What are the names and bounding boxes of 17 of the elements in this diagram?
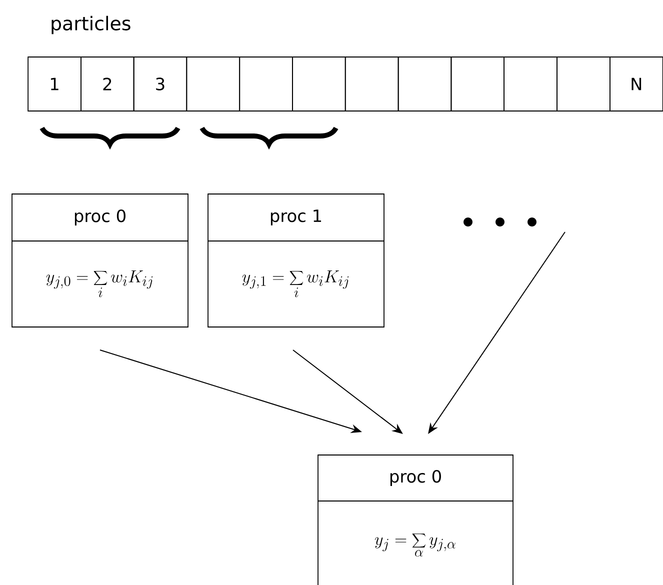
array-cell	[186, 56, 240, 112]
array-cell	[450, 56, 504, 112]
process-box: proc 0 $y_{j,0}=\sum_i w_i K_{ij}$	[12, 194, 188, 328]
array-cell	[556, 56, 610, 112]
array-cell: N	[610, 56, 663, 112]
array-heading: particles	[52, 16, 130, 34]
array-cell: 2	[80, 56, 134, 112]
array-cell	[239, 56, 293, 112]
process-box: proc 0 $y_j=\sum_\alpha y_{j,\alpha}$	[318, 454, 514, 585]
process-box: proc 1 $y_{j,1}=\sum_i w_i K_{ij}$	[208, 194, 384, 328]
array-cell: 1	[28, 56, 82, 112]
ellipsis-dots	[464, 218, 536, 226]
array-cell	[398, 56, 452, 112]
array-cell	[292, 56, 346, 112]
array-cell	[504, 56, 558, 112]
array-cell	[344, 56, 399, 112]
array-cell: 3	[133, 56, 188, 112]
